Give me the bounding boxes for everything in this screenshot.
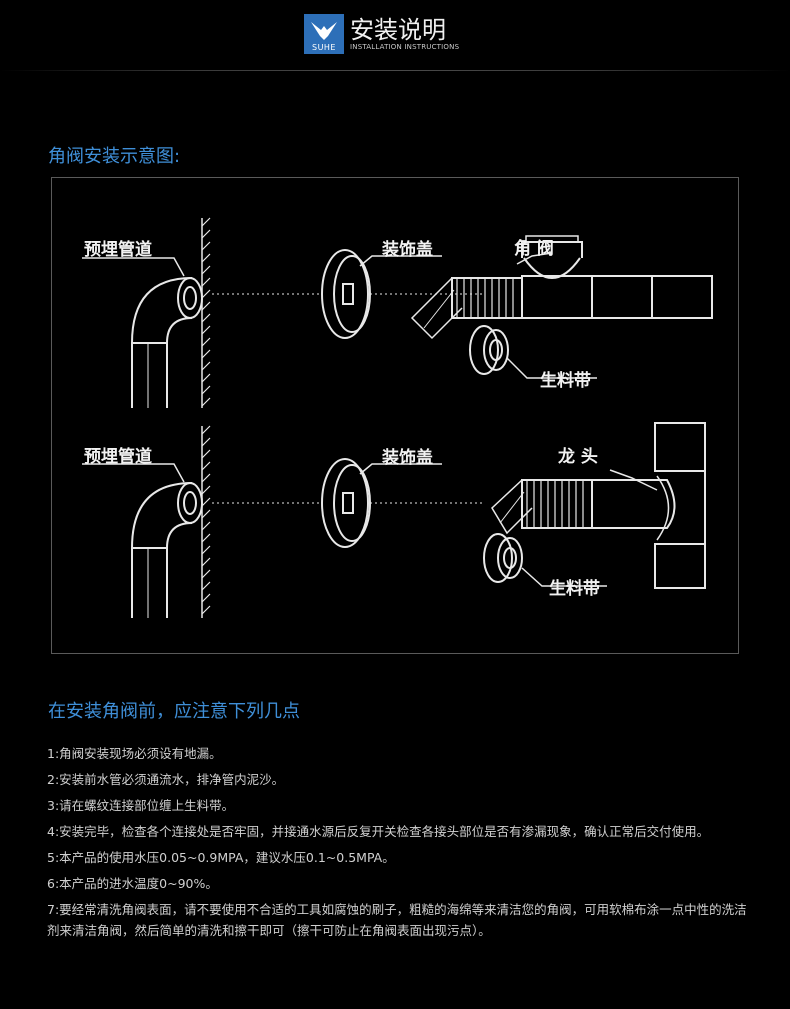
row2-drawing [82, 422, 706, 618]
logo-text: SUHE [311, 43, 336, 52]
note-item: 4:安装完毕，检查各个连接处是否牢固，并接通水源后反复开关检查各接头部位是否有渗… [47, 824, 710, 839]
notes-section-title: 在安装角阀前，应注意下列几点 [48, 701, 300, 722]
diagram-illustration [82, 217, 713, 618]
swallow-icon [311, 22, 337, 40]
note-item: 5:本产品的使用水压0.05~0.9MPA，建议水压0.1~0.5MPA。 [47, 850, 395, 865]
note-item: 6:本产品的进水温度0~90%。 [47, 876, 218, 891]
row1-drawing [82, 217, 713, 408]
row1-pipe-label: 预埋管道 [84, 240, 152, 260]
note-item: 7:要经常清洗角阀表面，请不要使用不合适的工具如腐蚀的刷子，粗糙的海绵等来清洁您… [47, 902, 747, 938]
row2-cover-label: 装饰盖 [382, 448, 433, 468]
header-divider [0, 70, 790, 71]
diagram-section-title: 角阀安装示意图: [48, 146, 181, 167]
page-title: 安装说明 [350, 16, 446, 44]
note-item: 3:请在螺纹连接部位缠上生料带。 [47, 798, 235, 813]
row1-valve-label: 角 阀 [514, 239, 554, 259]
row1-tape-label: 生料带 [540, 371, 591, 391]
brand-logo: SUHE [304, 14, 344, 54]
page-header: SUHE 安装说明 INSTALLATION INSTRUCTIONS [0, 0, 790, 72]
row2-pipe-label: 预埋管道 [84, 447, 152, 467]
row1-cover-label: 装饰盖 [382, 240, 433, 260]
page-subtitle: INSTALLATION INSTRUCTIONS [350, 43, 460, 51]
note-item: 1:角阀安装现场必须设有地漏。 [47, 746, 222, 761]
note-item: 2:安装前水管必须通流水，排净管内泥沙。 [47, 772, 285, 787]
installation-diagram: 预埋管道 装饰盖 角 阀 生料带 预埋管道 装饰盖 龙 头 生料带 [51, 177, 739, 654]
notes-list: 1:角阀安装现场必须设有地漏。 2:安装前水管必须通流水，排净管内泥沙。 3:请… [47, 743, 747, 946]
row2-tape-label: 生料带 [549, 579, 600, 599]
row2-faucet-label: 龙 头 [558, 447, 598, 467]
